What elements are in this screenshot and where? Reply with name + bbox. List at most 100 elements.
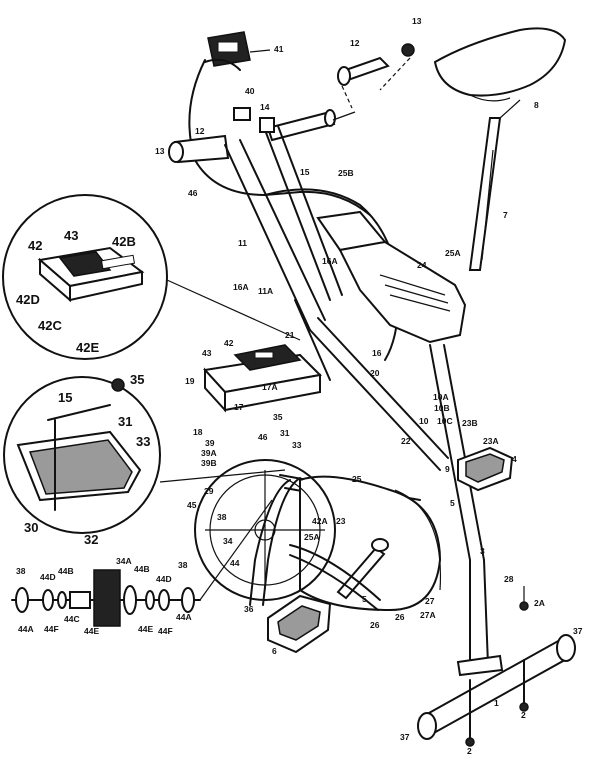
leader-lines [249,49,521,121]
label-20: 20 [370,368,380,378]
label-43: 43 [202,348,212,358]
label-29: 29 [204,486,214,496]
label-11A: 11A [258,286,273,296]
seat-knob [337,43,415,109]
label-15: 15 [300,167,310,177]
label-38: 38 [217,512,227,522]
label-40: 40 [245,86,255,96]
label-46: 46 [258,432,268,442]
label-25: 25 [352,474,362,484]
label-6: 6 [272,646,277,656]
label-10: 10 [419,416,429,426]
label-25A: 25A [445,248,461,258]
label-28: 28 [504,574,514,584]
flywheel [194,459,336,601]
axle-label-44D: 44D [40,572,56,582]
label-17: 17 [234,402,244,412]
seat [433,27,567,102]
label-12: 12 [350,38,360,48]
label-37: 37 [573,626,583,636]
axle-label-38: 38 [16,566,26,576]
inset-label-31: 31 [118,414,132,429]
inset-label-43: 43 [64,228,78,243]
axle-label-44B: 44B [134,564,150,574]
inset-label-42E: 42E [76,340,99,355]
label-16A: 16A [233,282,249,292]
label-16: 16 [372,348,382,358]
axle-label-38: 38 [178,560,188,570]
axle-label-44A: 44A [18,624,34,634]
label-25B: 25B [338,168,354,178]
label-26: 26 [370,620,380,630]
axle-label-44F: 44F [158,626,173,636]
label-11: 11 [238,238,247,248]
handlebar-assembly [168,58,343,331]
label-39A: 39A [201,448,217,458]
axle-label-34A: 34A [116,556,132,566]
tension-detail-inset [3,376,286,534]
label-23A: 23A [483,436,499,446]
axle-label-44F: 44F [44,624,59,634]
label-39: 39 [205,438,215,448]
inset-label-42D: 42D [16,292,40,307]
label-10B: 10B [434,403,450,413]
axle-label-44A: 44A [176,612,192,622]
label-17A: 17A [262,382,278,392]
label-1: 1 [494,698,499,708]
inset-label-42: 42 [28,238,42,253]
axle-label-44E: 44E [84,626,99,636]
label-23B: 23B [462,418,478,428]
label-4: 4 [512,454,517,464]
label-24: 24 [417,260,427,270]
label-34: 34 [223,536,233,546]
inset-label-35: 35 [130,372,144,387]
label-46: 46 [188,188,198,198]
label-5: 5 [362,594,367,604]
inset-label-42C: 42C [38,318,62,333]
label-13: 13 [412,16,422,26]
callout-labels: 13 12 41 8 40 14 12 13 46 15 25B 7 11 16… [16,16,583,756]
inset-label-15: 15 [58,390,72,405]
label-14: 14 [260,102,270,112]
axle-label-44E: 44E [138,624,153,634]
label-27A: 27A [420,610,436,620]
label-8: 8 [534,100,539,110]
axle-label-44C: 44C [64,614,80,624]
flywheel-cover [264,188,467,361]
pulley-shroud [299,475,442,612]
label-9: 9 [445,464,450,474]
label-2A: 2A [534,598,545,608]
label-10C: 10C [437,416,453,426]
bolts [465,586,529,747]
label-3: 3 [480,546,485,556]
console-detail-inset [2,194,301,360]
pedal-left [267,594,332,654]
label-7: 7 [503,210,508,220]
label-42: 42 [224,338,234,348]
meter-41 [207,31,251,67]
console-housing [203,344,323,413]
label-10A: 10A [433,392,449,402]
label-22: 22 [401,436,411,446]
rear-stabilizer [417,634,576,740]
label-19: 19 [185,376,195,386]
label-23: 23 [336,516,346,526]
label-2: 2 [521,710,526,720]
axle-label-44B: 44B [58,566,74,576]
pedal-right [457,446,514,492]
label-33: 33 [292,440,302,450]
inset-label-30: 30 [24,520,38,535]
label-39B: 39B [201,458,217,468]
label-41: 41 [274,44,284,54]
label-36: 36 [244,604,254,614]
label-2: 2 [467,746,472,756]
label-27: 27 [425,596,435,606]
label-42A: 42A [312,516,328,526]
label-31: 31 [280,428,290,438]
seat-post [468,117,502,271]
main-frame [249,299,504,677]
inset-label-33: 33 [136,434,150,449]
label-12: 12 [195,126,205,136]
axle-label-44D: 44D [156,574,172,584]
